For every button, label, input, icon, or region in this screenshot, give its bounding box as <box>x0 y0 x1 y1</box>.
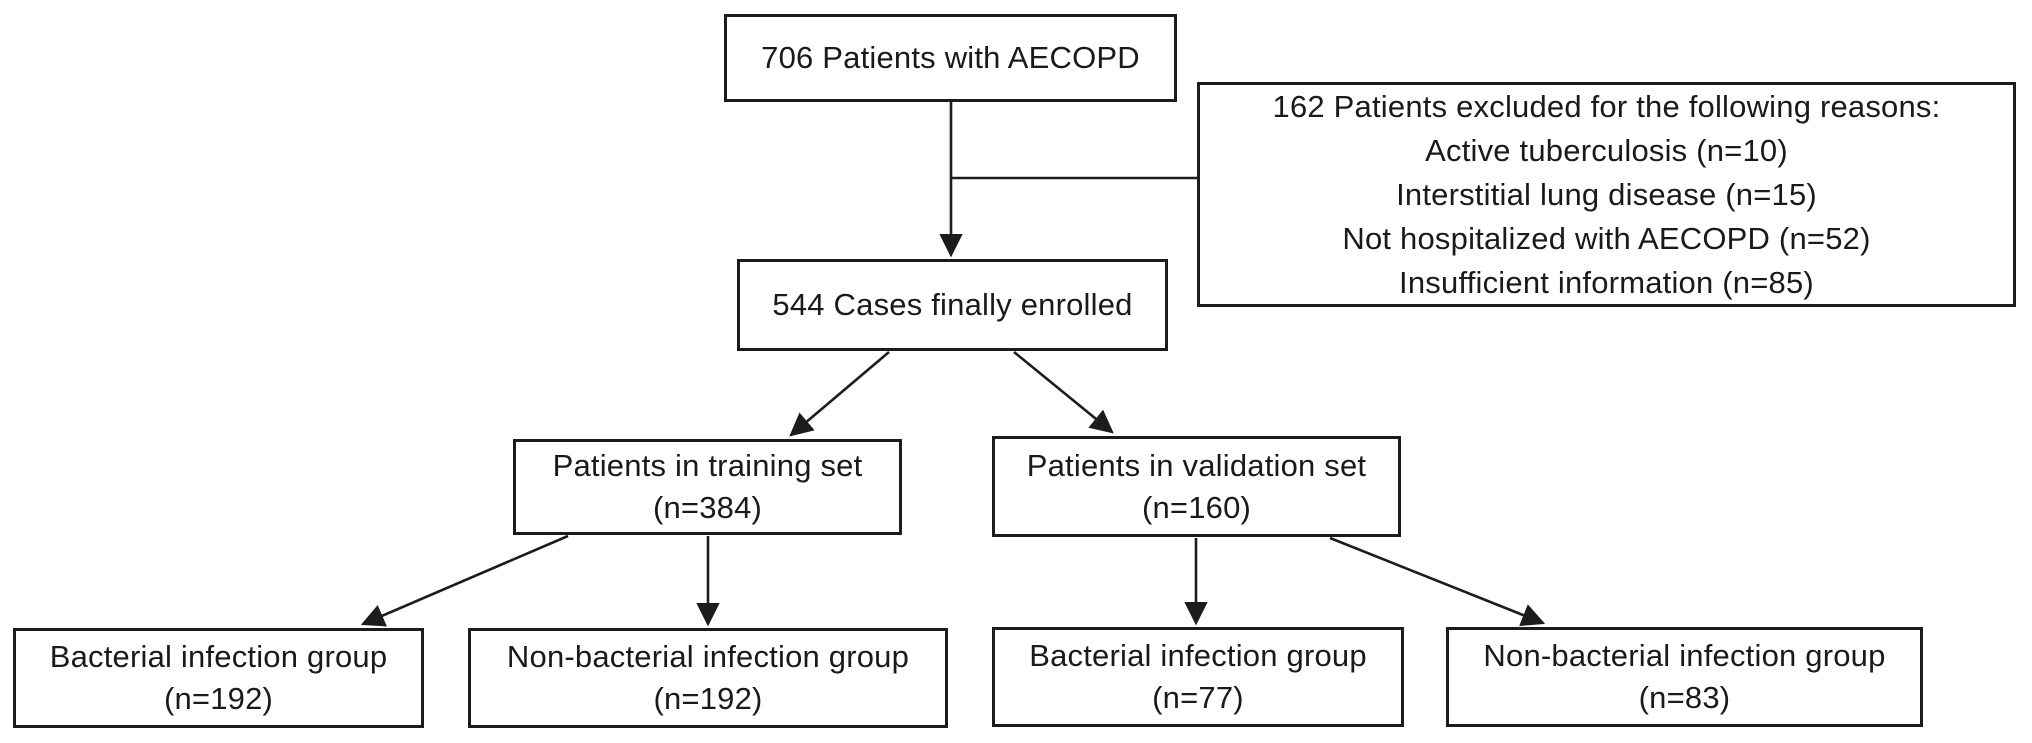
node-training-bacterial-label: Bacterial infection group <box>49 639 388 674</box>
node-training-bacterial-group: Bacterial infection group (n=192) <box>13 628 424 728</box>
node-training-nonbacterial-group: Non-bacterial infection group (n=192) <box>468 628 948 728</box>
node-excluded-patients: 162 Patients excluded for the following … <box>1197 82 2016 307</box>
node-validation-set-count: (n=160) <box>1141 489 1252 525</box>
connector-enrolled-to-validation-arrow <box>1013 350 1114 434</box>
node-total-patients-label: 706 Patients with AECOPD <box>761 40 1140 75</box>
node-training-bacterial-count: (n=192) <box>163 681 274 716</box>
node-validation-set: Patients in validation set (n=160) <box>992 436 1401 537</box>
node-validation-bacterial-group: Bacterial infection group (n=77) <box>992 627 1404 727</box>
connector-enrolled-to-training-arrow <box>789 351 890 437</box>
node-total-patients: 706 Patients with AECOPD <box>724 14 1177 102</box>
node-enrolled-cases-label: 544 Cases finally enrolled <box>772 287 1133 322</box>
excluded-reason-insufficient-info: Insufficient information (n=85) <box>1399 264 1814 300</box>
connector-training-to-bacterial-arrow <box>360 534 569 627</box>
node-training-nonbacterial-label: Non-bacterial infection group <box>506 639 910 674</box>
excluded-reason-interstitial: Interstitial lung disease (n=15) <box>1396 176 1817 212</box>
node-training-set-label: Patients in training set <box>552 448 863 483</box>
node-training-set: Patients in training set (n=384) <box>513 439 902 535</box>
excluded-reason-tuberculosis: Active tuberculosis (n=10) <box>1425 132 1788 168</box>
node-training-set-count: (n=384) <box>652 490 763 525</box>
node-training-nonbacterial-count: (n=192) <box>653 681 763 716</box>
node-validation-nonbacterial-group: Non-bacterial infection group (n=83) <box>1446 627 1923 727</box>
node-validation-nonbacterial-label: Non-bacterial infection group <box>1483 638 1886 673</box>
connector-validation-to-nonbacterial-arrow <box>1329 536 1546 627</box>
excluded-reason-header: 162 Patients excluded for the following … <box>1272 88 1941 124</box>
node-validation-set-label: Patients in validation set <box>1026 447 1367 483</box>
excluded-reason-not-hospitalized: Not hospitalized with AECOPD (n=52) <box>1342 220 1871 256</box>
node-validation-bacterial-count: (n=77) <box>1152 680 1244 715</box>
node-enrolled-cases: 544 Cases finally enrolled <box>737 259 1168 351</box>
node-validation-bacterial-label: Bacterial infection group <box>1029 638 1367 673</box>
node-validation-nonbacterial-count: (n=83) <box>1638 680 1731 715</box>
